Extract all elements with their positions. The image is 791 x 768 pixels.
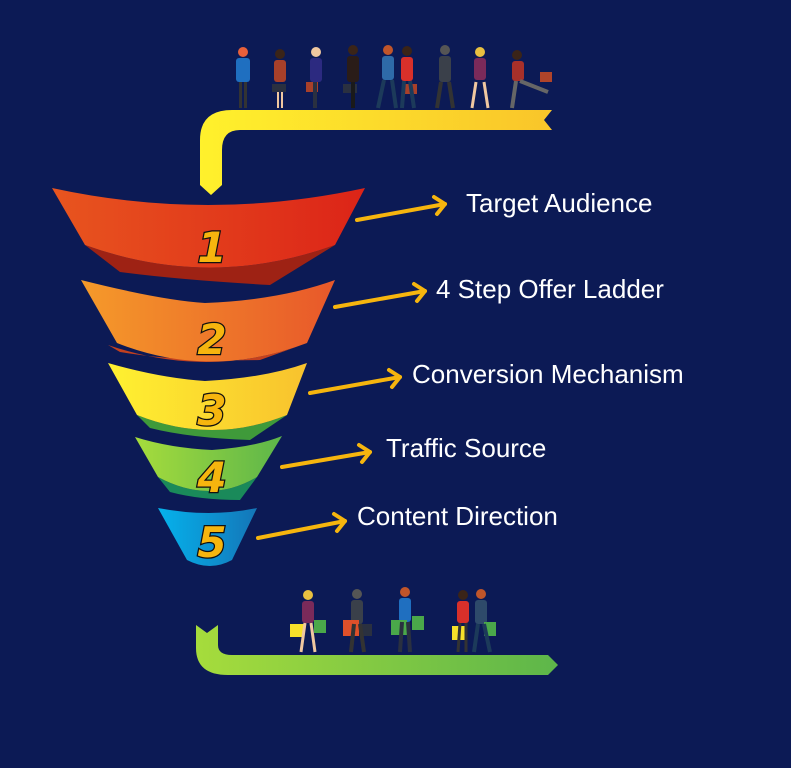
arrow-1 — [355, 195, 447, 222]
step-number-1: 1 — [197, 223, 226, 272]
funnel-band-5 — [158, 508, 257, 566]
shopper-icon — [391, 587, 424, 653]
shopper-icon — [290, 590, 326, 653]
shopper-icon — [472, 589, 496, 653]
step-label-3: Conversion Mechanism — [412, 359, 684, 389]
arrow-3 — [308, 368, 402, 395]
person-icon — [306, 47, 322, 108]
people-bottom-group — [290, 587, 496, 653]
shopper-icon — [343, 589, 372, 653]
person-icon — [510, 50, 552, 109]
person-icon — [470, 47, 490, 109]
step-number-4: 4 — [196, 453, 226, 502]
arrow-5 — [256, 512, 347, 540]
step-number-5: 5 — [197, 518, 226, 567]
top-bracket-arrow — [200, 110, 552, 195]
person-icon — [272, 49, 286, 108]
arrow-4 — [280, 443, 372, 469]
step-label-1: Target Audience — [466, 188, 653, 218]
funnel-band-4 — [135, 436, 282, 491]
funnel-band-3 — [108, 363, 307, 430]
person-icon — [400, 46, 417, 109]
step-number-2: 2 — [197, 315, 226, 364]
person-icon — [376, 45, 398, 109]
bottom-bracket-arrow — [196, 625, 558, 675]
person-icon — [236, 47, 250, 108]
step-number-3: 3 — [197, 386, 226, 435]
person-icon — [435, 45, 455, 109]
funnel-band-1 — [52, 188, 365, 268]
arrow-2 — [333, 282, 427, 309]
people-top-group — [236, 45, 552, 109]
shopper-icon — [452, 590, 469, 653]
step-label-4: Traffic Source — [386, 433, 547, 463]
step-label-5: Content Direction — [357, 501, 558, 531]
funnel-band-2 — [81, 280, 335, 362]
person-icon — [343, 45, 359, 108]
step-label-2: 4 Step Offer Ladder — [436, 274, 664, 304]
